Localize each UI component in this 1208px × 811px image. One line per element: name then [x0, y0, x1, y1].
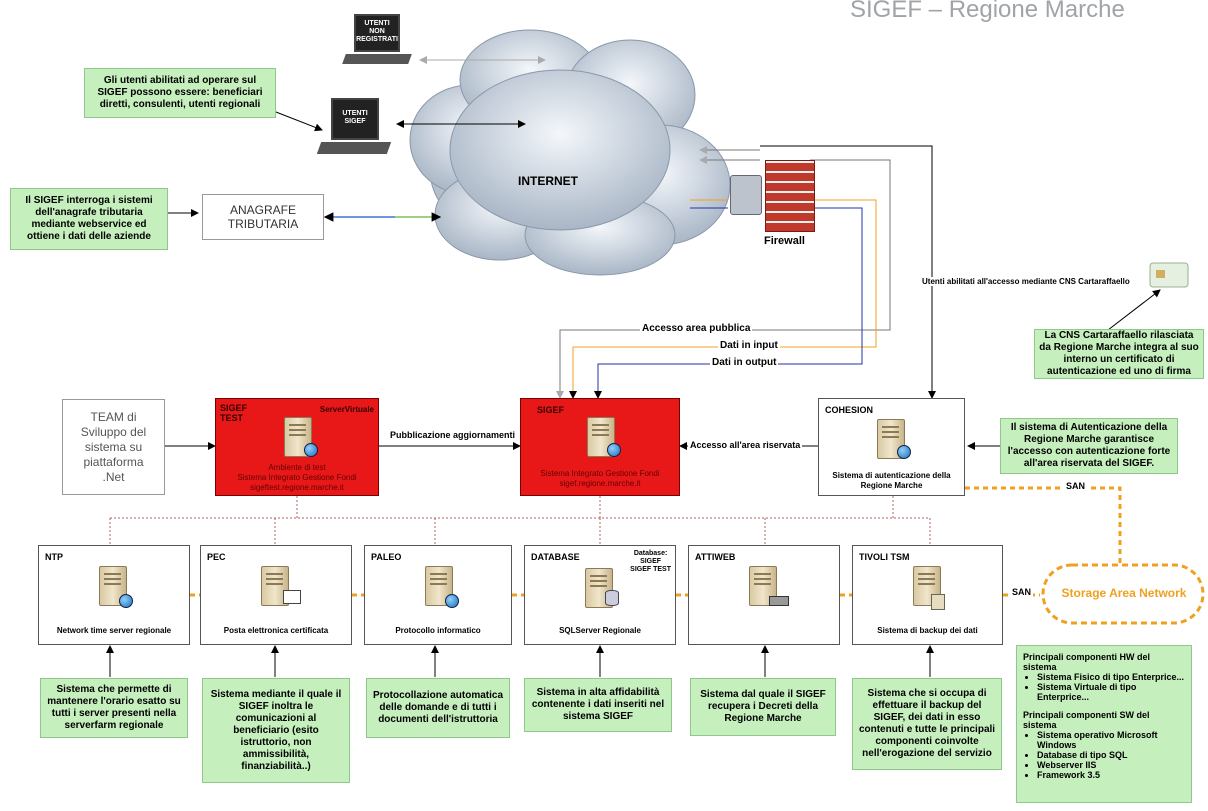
note-cohesion: Il sistema di Autenticazione della Regio…	[1000, 418, 1178, 474]
label-area-riservata: Accesso all'area riservata	[688, 440, 803, 450]
note-utenti: Gli utenti abilitati ad operare sul SIGE…	[84, 68, 276, 118]
server-title: COHESION	[825, 405, 874, 415]
note-cns: La CNS Cartaraffaello rilasciata da Regi…	[1034, 329, 1204, 379]
anagrafe-label: ANAGRAFE TRIBUTARIA	[227, 203, 299, 231]
components-note: Principali componenti HW del sistema Sis…	[1016, 645, 1192, 803]
note-attiweb: Sistema dal quale il SIGEF recupera i De…	[690, 678, 836, 736]
storage-label: Storage Area Network	[1061, 586, 1187, 600]
server-title: NTP	[45, 552, 63, 562]
paleo-server: PALEO Protocollo informatico	[364, 545, 512, 645]
server-caption: Posta elettronica certificata	[223, 626, 329, 635]
server-caption: Protocollo informatico	[395, 626, 481, 635]
sw-item: Webserver IIS	[1037, 760, 1185, 770]
tivoli-server: TIVOLI TSM Sistema di backup dei dati	[852, 545, 1003, 645]
envelope-icon	[283, 590, 301, 604]
note-pec: Sistema mediante il quale il SIGEF inolt…	[202, 678, 350, 783]
sw-item: Framework 3.5	[1037, 770, 1185, 780]
server-title: SIGEF TEST	[220, 403, 248, 423]
server-icon	[749, 566, 777, 606]
label-accesso-pubblico: Accesso area pubblica	[640, 323, 753, 334]
firewall-camera-icon	[730, 175, 762, 215]
team-box: TEAM di Sviluppo del sistema su piattafo…	[62, 399, 165, 495]
hw-list: Sistema Fisico di tipo Enterprice... Sis…	[1023, 672, 1185, 702]
server-title: ATTIWEB	[695, 552, 736, 562]
server-caption: Sistema di autenticazione della Regione …	[832, 471, 951, 490]
note-anagrafe: Il SIGEF interroga i sistemi dell'anagra…	[10, 188, 168, 250]
team-label: TEAM di Sviluppo del sistema su piattafo…	[80, 409, 147, 484]
label-dati-output: Dati in output	[710, 357, 779, 368]
sigef-server: SIGEF Sistema Integrato Gestione Fondi s…	[520, 398, 680, 496]
label-san-1: SAN	[1064, 481, 1088, 491]
firewall-label: Firewall	[764, 235, 805, 247]
laptop-icon-non-registrati: UTENTI NON REGISTRATI	[340, 14, 412, 66]
note-paleo: Protocollazione automatica delle domande…	[366, 678, 510, 738]
tape-icon	[931, 594, 945, 610]
database-server: DATABASE Database: SIGEF SIGEF TEST SQLS…	[524, 545, 676, 645]
storage-area-network	[1041, 563, 1205, 625]
sigef-test-server: SIGEF TEST ServerVirtuale Ambiente di te…	[215, 398, 379, 496]
page-title: SIGEF – Regione Marche	[850, 0, 1125, 23]
hw-title: Principali componenti HW del sistema	[1023, 652, 1151, 672]
laptop-label: UTENTI NON REGISTRATI	[354, 14, 400, 52]
label-san-2: SAN	[1010, 587, 1034, 597]
server-title: DATABASE	[531, 552, 580, 562]
globe-icon	[897, 445, 911, 459]
ntp-server: NTP Network time server regionale	[38, 545, 190, 645]
label-pubblicazione: Pubblicazione aggiornamenti	[388, 430, 518, 440]
laptop-icon-utenti-sigef: UTENTI SIGEF	[315, 98, 392, 158]
globe-icon	[445, 594, 459, 608]
attiweb-server: ATTIWEB	[688, 545, 840, 645]
server-caption: Network time server regionale	[56, 626, 172, 635]
sw-title: Principali componenti SW del sistema	[1023, 710, 1150, 730]
hw-item: Sistema Virtuale di tipo Enterprice...	[1037, 682, 1185, 702]
internet-label: INTERNET	[518, 174, 578, 188]
globe-icon	[607, 443, 621, 457]
sw-item: Sistema operativo Microsoft Windows	[1037, 730, 1185, 750]
server-corner-label: Database: SIGEF SIGEF TEST	[630, 550, 671, 573]
laptop-label: UTENTI SIGEF	[331, 98, 379, 140]
internet-cloud	[409, 29, 731, 276]
firewall-icon	[765, 160, 815, 232]
server-caption: SQLServer Regionale	[559, 626, 641, 635]
globe-icon	[119, 594, 133, 608]
printer-icon	[769, 596, 789, 606]
sw-list: Sistema operativo Microsoft Windows Data…	[1023, 730, 1185, 780]
hw-item: Sistema Fisico di tipo Enterprice...	[1037, 672, 1185, 682]
server-title: PEC	[207, 552, 226, 562]
cns-card-icon	[1149, 262, 1189, 288]
sw-item: Database di tipo SQL	[1037, 750, 1185, 760]
note-ntp: Sistema che permette di mantenere l'orar…	[40, 678, 188, 738]
globe-icon	[304, 443, 318, 457]
pec-server: PEC Posta elettronica certificata	[200, 545, 352, 645]
database-icon	[605, 590, 619, 606]
server-title: TIVOLI TSM	[859, 552, 910, 562]
label-dati-input: Dati in input	[718, 340, 780, 351]
server-caption: Sistema di backup dei dati	[877, 626, 978, 635]
note-database: Sistema in alta affidabilità contenente …	[524, 678, 672, 732]
server-corner-label: ServerVirtuale	[319, 405, 374, 414]
note-tivoli: Sistema che si occupa di effettuare il b…	[852, 678, 1002, 770]
server-caption: Ambiente di test Sistema Integrato Gesti…	[237, 463, 357, 492]
cohesion-server: COHESION Sistema di autenticazione della…	[818, 398, 965, 496]
anagrafe-tributaria-box: ANAGRAFE TRIBUTARIA	[202, 194, 324, 240]
label-cns-access: Utenti abilitati all'accesso mediante CN…	[920, 277, 1132, 286]
server-title: SIGEF	[537, 405, 565, 415]
server-title: PALEO	[371, 552, 402, 562]
server-caption: Sistema Integrato Gestione Fondi sigef.r…	[540, 469, 660, 488]
